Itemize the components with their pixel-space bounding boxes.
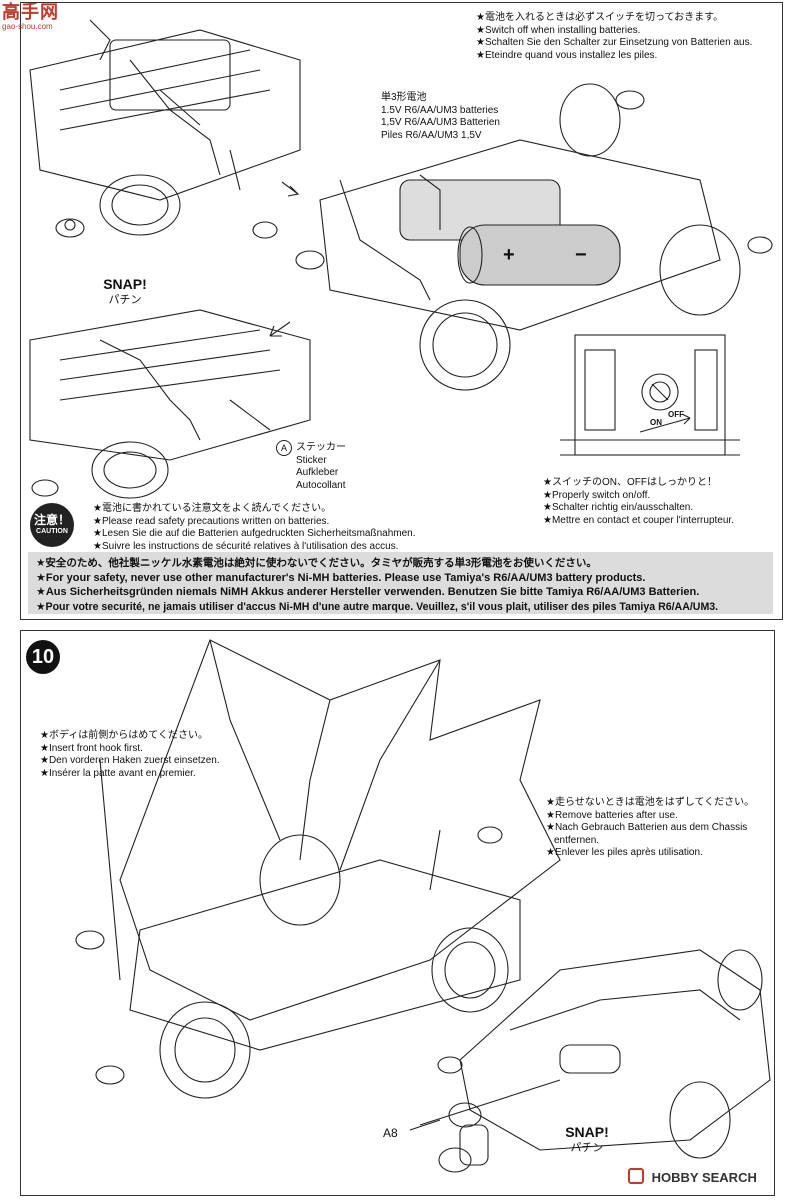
top-panel-border <box>20 2 783 620</box>
front-hook-note: ★ボディは前側からはめてください。 ★Insert front hook fir… <box>40 730 220 779</box>
chassis-drawing-3 <box>29 309 311 499</box>
switch-off-note: ★電池を入れるときは必ずスイッチを切っておきます。 ★Switch off wh… <box>476 12 753 61</box>
snap-label-step10: SNAP! パチン <box>565 1124 609 1154</box>
sticker-marker: A <box>276 440 292 456</box>
battery-minus-sign: − <box>575 244 587 266</box>
chassis-drawing-1 <box>29 19 301 238</box>
battery-label: 単3形電池 1.5V R6/AA/UM3 batteries 1,5V R6/A… <box>381 92 500 141</box>
step10-panel-border <box>20 630 775 1196</box>
hobby-search-icon <box>628 1168 644 1184</box>
a8-part-drawing <box>409 1102 489 1173</box>
logo-subtext: gao-shou.com <box>2 22 53 31</box>
snap-label-top: SNAP! パチン <box>103 276 147 306</box>
body-drawing <box>75 639 561 1099</box>
onoff-note: ★スイッチのON、OFFはしっかりと！ ★Properly switch on/… <box>543 477 734 526</box>
arrow-2 <box>269 321 291 337</box>
logo-text: 高手网 <box>2 2 59 22</box>
switch-detail-drawing <box>560 334 740 456</box>
sticker-label: ステッカー Sticker Aufkleber Autocollant <box>296 442 346 491</box>
watermark-logo: 高手网 gao-shou.com <box>2 2 72 32</box>
battery-warning-bar: ★安全のため、他社製ニッケル水素電池は絶対に使わないでください。タミヤが販売する… <box>28 552 773 614</box>
caution-badge: 注意！ CAUTION <box>30 503 74 547</box>
caution-note: ★電池に書かれている注意文をよく読んでください。 ★Please read sa… <box>93 503 416 552</box>
switch-off-label: OFF <box>668 410 684 419</box>
footer-watermark: HOBBY SEARCH <box>628 1168 757 1185</box>
battery-plus-sign: + <box>503 244 515 266</box>
step-number: 10 <box>26 640 60 674</box>
arrow-1 <box>281 181 300 197</box>
switch-on-label: ON <box>650 418 662 427</box>
part-label-a8: A8 <box>383 1126 398 1140</box>
chassis-drawing-2 <box>252 83 773 391</box>
small-car-drawing <box>419 949 771 1159</box>
remove-batteries-note: ★走らせないときは電池をはずしてください。 ★Remove batteries … <box>546 797 755 858</box>
